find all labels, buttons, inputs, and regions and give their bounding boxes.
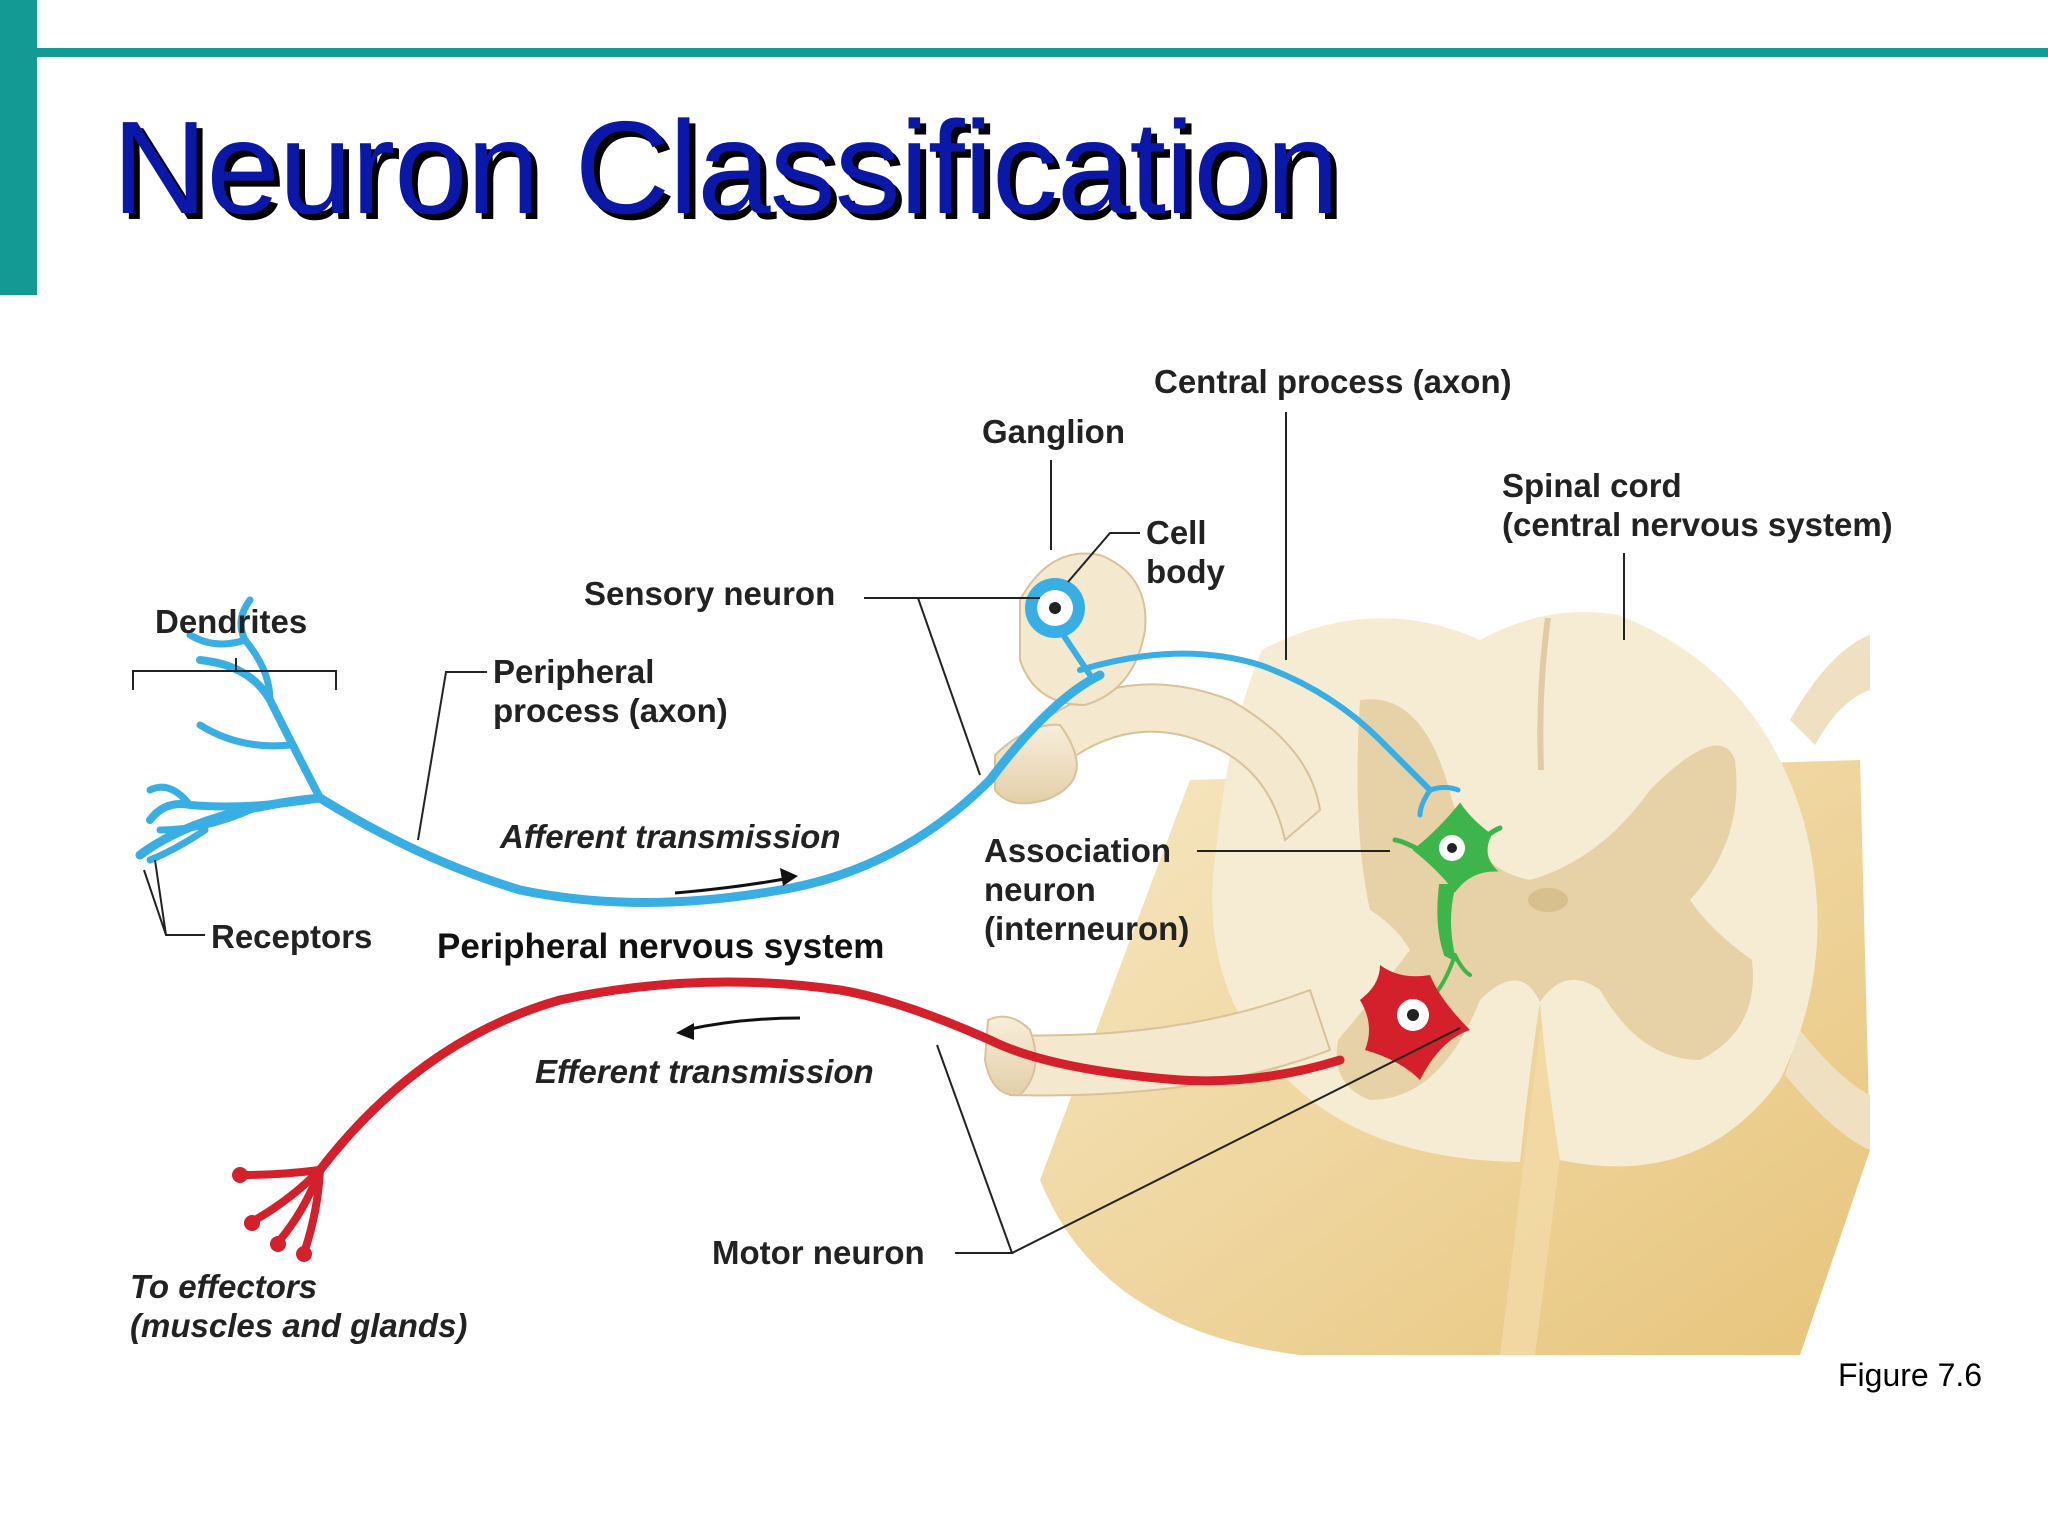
label-spinal-cord-line1: Spinal cord [1502, 467, 1682, 504]
leader-peripheral-process [417, 671, 487, 841]
label-receptors: Receptors [211, 918, 373, 955]
interneuron-process [1453, 953, 1472, 977]
label-effectors-line2: (muscles and glands) [130, 1307, 468, 1344]
leader-cell-body [1067, 532, 1140, 583]
interneuron-process [1392, 837, 1423, 853]
label-spinal-cord-line2: (central nervous system) [1502, 506, 1893, 543]
leader-sensory-neuron [864, 597, 1040, 776]
dorsal-root [998, 683, 1322, 842]
effector-terminal [244, 1215, 260, 1231]
dendrites-bracket [132, 658, 337, 690]
right-ventral-root [1785, 1030, 1870, 1150]
afferent-arrow [674, 876, 791, 895]
sensory-nucleolus [1049, 602, 1061, 614]
label-association-line2: neuron [984, 871, 1096, 908]
label-peripheral-process-line2: process (axon) [493, 692, 728, 729]
interneuron-process [1485, 825, 1503, 838]
figure-caption: Figure 7.6 [1838, 1357, 1983, 1393]
dendrite-branch [146, 826, 209, 864]
motor-axon [315, 977, 1345, 1175]
motor-neuron [241, 977, 1345, 1254]
sensory-neuron [135, 596, 1461, 907]
label-afferent-transmission: Afferent transmission [500, 818, 841, 855]
ventral-nerve-end [983, 1015, 1037, 1097]
interneuron-nucleolus [1447, 843, 1457, 853]
accent-line [37, 48, 2048, 57]
label-association-line1: Association [984, 832, 1172, 869]
motor-terminal [241, 1166, 324, 1179]
label-dendrites: Dendrites [155, 603, 308, 640]
central-canal [1528, 888, 1568, 912]
label-cell-body-line2: body [1146, 553, 1225, 590]
afferent-arrow-head [780, 868, 798, 886]
label-efferent-transmission: Efferent transmission [535, 1053, 874, 1090]
central-axon-terminal [1417, 785, 1461, 818]
label-motor-neuron: Motor neuron [712, 1234, 925, 1271]
effector-terminal [296, 1246, 312, 1262]
dendrite-branch [196, 721, 294, 750]
effector-terminal [270, 1236, 286, 1252]
right-dorsal-root [1790, 635, 1870, 745]
effector-terminal [232, 1167, 248, 1183]
leader-receptors [143, 859, 205, 936]
label-peripheral-process-line1: Peripheral [493, 653, 655, 690]
interneuron-process [1437, 884, 1457, 962]
dendrite-branch [186, 631, 249, 648]
leader-lines [132, 412, 1625, 1254]
motor-terminal [301, 1166, 324, 1254]
accent-bar [0, 0, 37, 295]
central-axon [1077, 650, 1433, 793]
label-effectors-line1: To effectors [130, 1268, 318, 1305]
leader-motor-neuron [936, 1027, 1461, 1254]
dendrite-branch [146, 783, 194, 809]
motor-nucleolus [1407, 1009, 1419, 1021]
label-association-line3: (interneuron) [984, 910, 1190, 947]
label-sensory-neuron: Sensory neuron [584, 575, 836, 612]
posterior-median-sulcus [1537, 617, 1551, 771]
label-cell-body-line1: Cell [1146, 514, 1207, 551]
label-peripheral-nervous-system: Peripheral nervous system [437, 927, 885, 966]
dendrite-branch [146, 794, 324, 824]
slide-title: Neuron Classification [112, 94, 1339, 241]
efferent-arrow-head [676, 1023, 694, 1040]
label-central-process: Central process (axon) [1154, 363, 1512, 400]
dendrite-branch [196, 656, 324, 802]
label-ganglion: Ganglion [982, 413, 1125, 450]
dendrite-branch [156, 806, 254, 834]
efferent-arrow [684, 1016, 801, 1032]
